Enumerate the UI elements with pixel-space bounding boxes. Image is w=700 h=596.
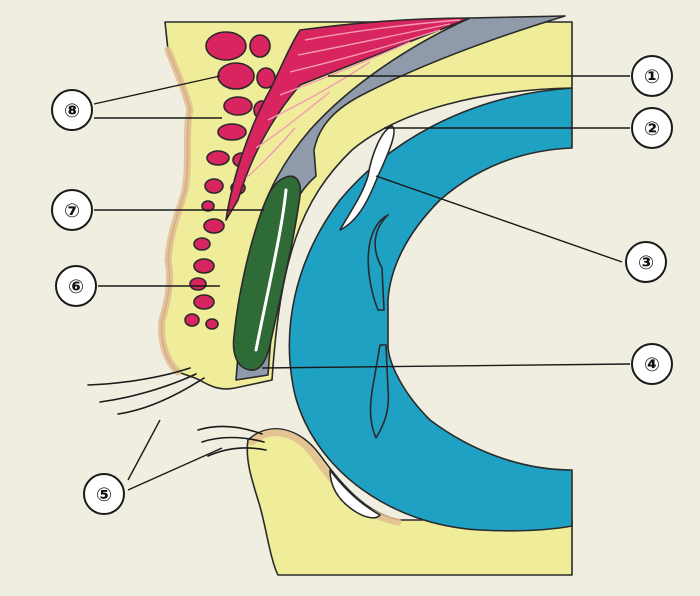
callout-circle [631, 55, 673, 97]
callout-circle [625, 241, 667, 283]
callout-5: ⑤ [83, 473, 125, 515]
callout-circle [83, 473, 125, 515]
callout-8: ⑧ [51, 89, 93, 131]
callout-label: ⑤ [96, 484, 112, 506]
callout-label: ⑧ [64, 100, 80, 122]
fat-lobule [193, 294, 215, 310]
callout-circle [631, 343, 673, 385]
fat-lobule [193, 258, 215, 274]
callout-circle [631, 107, 673, 149]
leader-line-5b [127, 447, 223, 491]
callouts: ① ② ③ ④ ⑤ ⑥ ⑦ [51, 55, 673, 515]
upper-eyelash [87, 367, 191, 386]
fat-lobule [249, 34, 271, 58]
muscle-striations [245, 19, 461, 179]
levator-muscle [225, 17, 471, 221]
lower-eyelash [207, 447, 267, 457]
leader-lines [93, 75, 631, 491]
callout-6: ⑥ [55, 265, 97, 307]
callout-label: ⑥ [68, 276, 84, 298]
callout-1: ① [631, 55, 673, 97]
fat-lobule [223, 96, 253, 116]
lower-eyelash [201, 436, 265, 443]
tarsal-plate [232, 175, 302, 371]
fat-lobule [205, 31, 247, 61]
gland-duct [254, 188, 288, 352]
callout-label: ③ [638, 252, 654, 274]
fat-lobule [205, 318, 219, 330]
callout-2: ② [631, 107, 673, 149]
fat-lobule [184, 313, 200, 327]
callout-circle [51, 189, 93, 231]
eyelashes [87, 367, 267, 457]
callout-label: ① [644, 66, 660, 88]
fat-lobule [189, 277, 207, 291]
lower-eyelash [197, 425, 263, 435]
callout-label: ⑦ [64, 200, 80, 222]
leader-line-8a [93, 75, 221, 105]
lower-fornix [329, 469, 381, 519]
callout-7: ⑦ [51, 189, 93, 231]
muscle-band [225, 17, 471, 221]
callout-4: ④ [631, 343, 673, 385]
callout-label: ② [644, 118, 660, 140]
fat-lobule [203, 218, 225, 234]
leader-line-3 [375, 175, 623, 263]
callout-3: ③ [625, 241, 667, 283]
fat-lobules [184, 31, 276, 330]
fat-lobule [217, 123, 247, 141]
iris-upper-projection [367, 214, 389, 311]
fat-lobule [217, 62, 255, 90]
leader-line-5a [127, 419, 161, 481]
callout-label: ④ [644, 354, 660, 376]
fat-lobule [206, 150, 230, 166]
callout-circle [51, 89, 93, 131]
upper-eyelash [117, 377, 205, 415]
fat-lobule [204, 178, 224, 194]
callout-circle [55, 265, 97, 307]
tarsal-gland [232, 175, 302, 371]
fat-lobule [201, 200, 215, 212]
upper-eyelash [99, 373, 197, 403]
leader-line-4 [261, 363, 631, 369]
fat-lobule [193, 237, 211, 251]
iris-lower-projection [369, 344, 390, 439]
